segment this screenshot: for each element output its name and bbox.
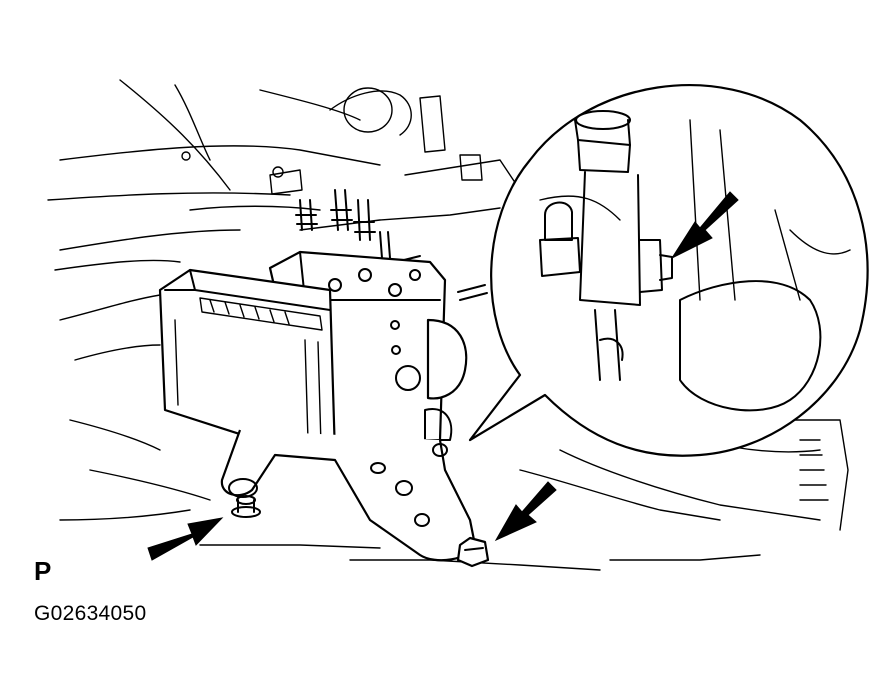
abs-actuator <box>158 250 468 457</box>
view-label: P <box>34 556 52 586</box>
engine-bay-background <box>47 79 849 571</box>
arrow-icon <box>147 517 224 561</box>
arrow-icon <box>670 191 739 260</box>
detail-magnifier <box>468 84 869 457</box>
arrow-icon <box>494 481 557 542</box>
mounting-bracket <box>220 429 490 568</box>
figure-id: G02634050 <box>34 602 147 625</box>
